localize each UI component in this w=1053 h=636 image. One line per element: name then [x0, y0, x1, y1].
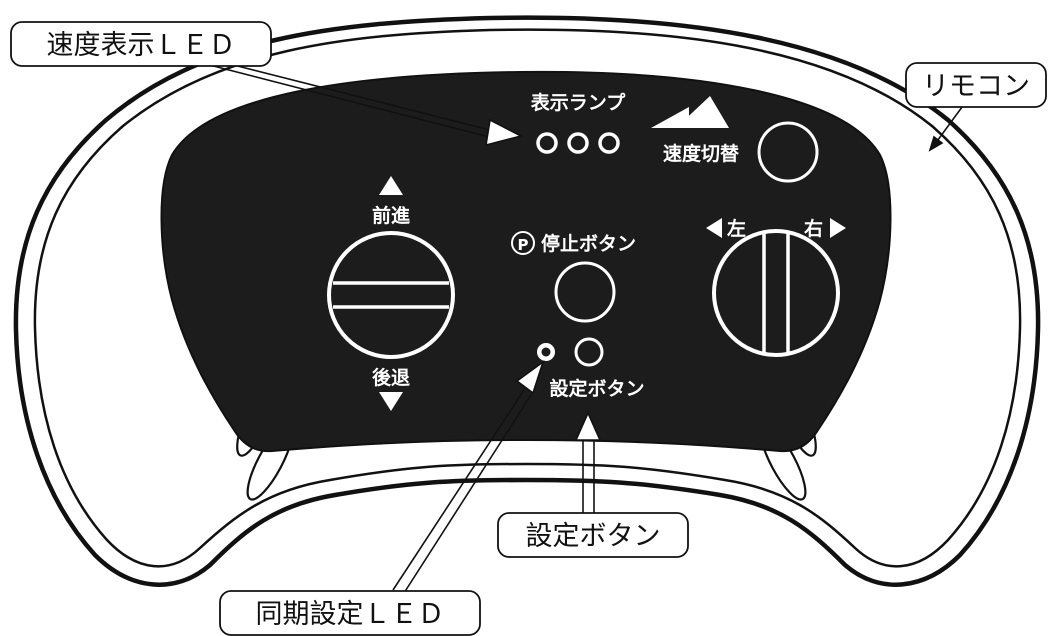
callout-set-button-text: 設定ボタン	[526, 521, 661, 552]
left-right-dial[interactable]	[712, 229, 840, 357]
stop-button-label: 停止ボタン	[541, 232, 636, 255]
sync-led-core	[541, 347, 551, 357]
set-button[interactable]	[574, 337, 604, 367]
speed-led-arrowhead	[485, 118, 524, 147]
stop-symbol: P	[511, 231, 535, 255]
callout-remote-text: リモコン	[922, 71, 1030, 102]
backward-label: 後退	[372, 366, 410, 389]
callout-speed-led: 速度表示ＬＥＤ	[10, 21, 272, 67]
speed-led-1	[536, 132, 558, 154]
speed-switch-label: 速度切替	[663, 142, 740, 165]
speed-led-leader	[193, 60, 498, 140]
forward-label: 前進	[372, 204, 410, 227]
speed-steps-icon	[651, 96, 729, 128]
sync-led-arrowhead	[515, 359, 545, 395]
forward-backward-dial[interactable]	[327, 231, 455, 359]
remote-arrowhead	[928, 135, 944, 152]
stop-symbol-letter: P	[518, 236, 529, 254]
callout-sync-led-text: 同期設定ＬＥＤ	[256, 599, 445, 630]
left-label: 左	[727, 217, 746, 240]
indicator-lamp-label: 表示ランプ	[531, 91, 626, 114]
speed-led-3	[598, 132, 620, 154]
speed-led-2	[567, 132, 589, 154]
triangle-left-icon	[706, 218, 722, 238]
control-panel	[160, 70, 892, 453]
callout-leaders	[193, 56, 966, 594]
callout-set-button: 設定ボタン	[497, 512, 689, 558]
triangle-down-icon	[379, 392, 403, 411]
sync-led-leader	[392, 389, 525, 591]
speed-leds	[536, 132, 620, 154]
remote-inner-edge	[33, 28, 1022, 568]
callout-sync-led: 同期設定ＬＥＤ	[219, 590, 481, 636]
callout-speed-led-text: 速度表示ＬＥＤ	[47, 30, 236, 61]
triangle-up-icon	[379, 176, 403, 195]
right-label: 右	[803, 217, 823, 240]
set-button-panel-label: 設定ボタン	[549, 377, 644, 400]
stop-button[interactable]	[554, 261, 616, 323]
speed-switch-button[interactable]	[757, 121, 819, 183]
triangle-right-icon	[830, 218, 846, 238]
callout-remote: リモコン	[905, 62, 1047, 108]
set-button-arrowhead	[574, 411, 602, 441]
